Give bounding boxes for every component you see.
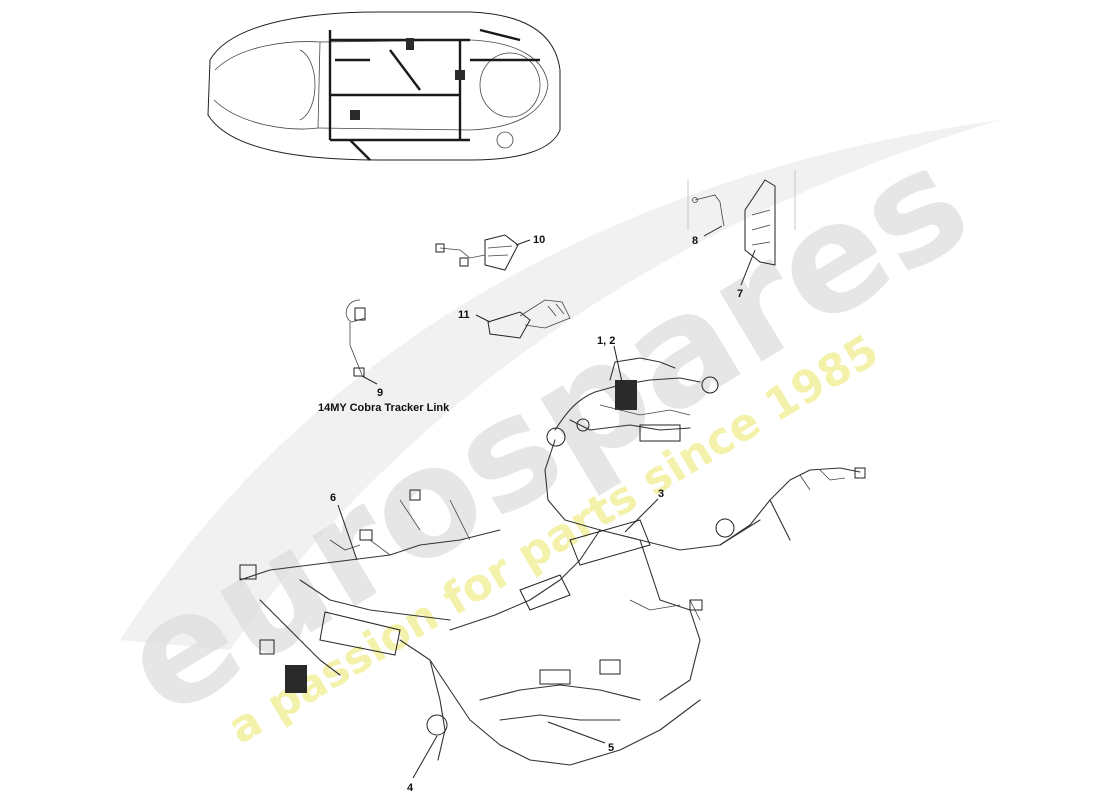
callout-1-2: 1, 2 [597, 335, 615, 347]
leader-c7 [740, 249, 756, 286]
part-11-module [487, 299, 571, 339]
callout-3: 3 [658, 488, 664, 500]
leader-c9 [361, 375, 378, 385]
leader-c4 [412, 735, 438, 779]
callout-7: 7 [737, 288, 743, 300]
callout-6: 6 [330, 492, 336, 504]
main-harness-assembly [239, 439, 866, 766]
leader-c1 [613, 345, 623, 383]
leader-c8 [703, 225, 723, 237]
leader-c10 [515, 239, 531, 246]
part-9-tracker-link [345, 299, 366, 377]
leader-c3 [624, 498, 659, 533]
callout-8: 8 [692, 235, 698, 247]
leader-lines [337, 225, 756, 779]
watermark: eurospares a passion for parts since 198… [94, 113, 1000, 754]
tracker-link-note: 14MY Cobra Tracker Link [318, 402, 450, 414]
leader-c6 [337, 504, 358, 561]
callout-4: 4 [407, 782, 414, 794]
watermark-swoosh [120, 120, 1000, 650]
part-7-8-group [687, 170, 796, 266]
callout-10: 10 [533, 234, 545, 246]
callout-labels: 1, 2 3 4 5 6 7 8 9 10 11 14MY Cobra Trac… [318, 234, 743, 794]
watermark-brand: eurospares [94, 113, 997, 751]
part-10-connector [435, 234, 519, 271]
part-1-2-harness [546, 357, 719, 447]
vehicle-top-view [207, 11, 561, 161]
leader-c5 [547, 721, 606, 744]
callout-5: 5 [608, 742, 614, 754]
leader-c11 [475, 314, 491, 323]
callout-11: 11 [458, 309, 470, 321]
callout-9: 9 [377, 387, 383, 399]
